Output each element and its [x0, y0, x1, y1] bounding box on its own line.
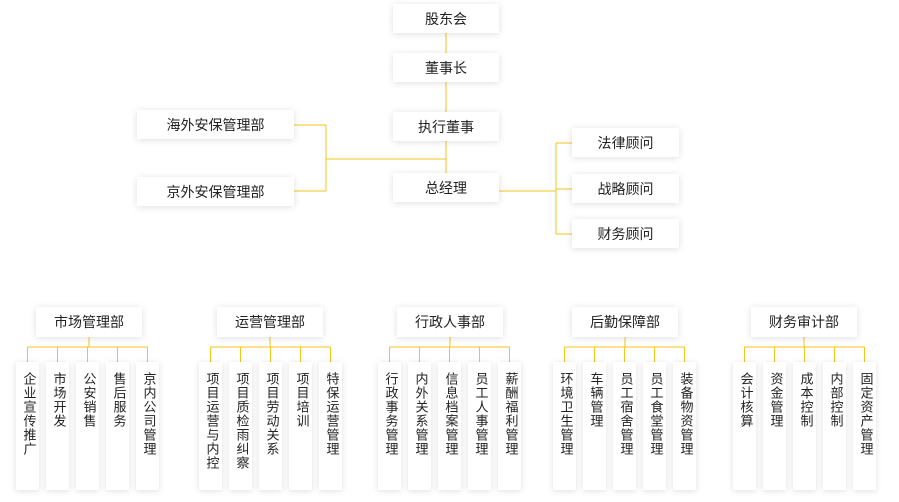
sub-department-box: 环境卫生管理 [553, 362, 576, 490]
department-box: 后勤保障部 [572, 307, 678, 337]
sub-department-label: 项目运营与内控 [203, 372, 219, 470]
sub-department-box: 固定资产管理 [853, 362, 876, 490]
sub-department-label: 固定资产管理 [857, 372, 873, 456]
finance-advisor-box: 财务顾问 [572, 219, 679, 248]
sub-department-box: 项目质检雨纠察 [229, 362, 252, 490]
sub-department-box: 装备物资管理 [673, 362, 696, 490]
sub-department-label: 项目劳动关系 [263, 372, 279, 456]
sub-department-box: 公安销售 [76, 362, 99, 490]
sub-department-box: 信息档案管理 [438, 362, 461, 490]
sub-department-box: 企业宣传推广 [16, 362, 39, 490]
sub-department-box: 市场开发 [46, 362, 69, 490]
sub-department-box: 车辆管理 [583, 362, 606, 490]
finance-advisor-label: 财务顾问 [597, 226, 654, 243]
sub-department-label: 成本控制 [797, 372, 813, 428]
sub-department-label: 员工人事管理 [472, 372, 488, 456]
department-box: 财务审计部 [751, 307, 857, 337]
overseas-security-dept-box: 海外安保管理部 [137, 110, 294, 139]
sub-department-label: 内部控制 [827, 372, 843, 428]
outside-beijing-security-dept-box: 京外安保管理部 [137, 177, 294, 206]
overseas-security-dept-label: 海外安保管理部 [166, 117, 265, 134]
sub-department-label: 企业宣传推广 [20, 372, 36, 456]
board-chairman-label: 董事长 [425, 60, 467, 77]
sub-department-box: 员工人事管理 [468, 362, 491, 490]
shareholders-label: 股东会 [425, 11, 467, 28]
sub-department-label: 环境卫生管理 [557, 372, 573, 456]
sub-department-box: 薪酬福利管理 [498, 362, 521, 490]
sub-department-label: 市场开发 [50, 372, 66, 428]
sub-department-label: 项目培训 [293, 372, 309, 428]
sub-department-label: 资金管理 [767, 372, 783, 428]
sub-department-box: 京内公司管理 [136, 362, 159, 490]
sub-department-label: 员工食堂管理 [647, 372, 663, 456]
sub-department-label: 特保运营管理 [323, 372, 339, 456]
general-manager-box: 总经理 [393, 173, 499, 202]
legal-advisor-box: 法律顾问 [572, 128, 679, 157]
sub-department-label: 售后服务 [110, 372, 126, 428]
sub-department-label: 内外关系管理 [412, 372, 428, 456]
executive-director-box: 执行董事 [393, 112, 499, 141]
department-label: 运营管理部 [235, 315, 305, 331]
sub-department-label: 员工宿舍管理 [617, 372, 633, 456]
department-label: 后勤保障部 [590, 315, 660, 331]
sub-department-label: 装备物资管理 [677, 372, 693, 456]
sub-department-box: 售后服务 [106, 362, 129, 490]
sub-department-label: 信息档案管理 [442, 372, 458, 456]
sub-department-box: 资金管理 [763, 362, 786, 490]
department-label: 市场管理部 [54, 315, 124, 331]
department-box: 市场管理部 [36, 307, 142, 337]
department-label: 行政人事部 [415, 315, 485, 331]
sub-department-label: 公安销售 [80, 372, 96, 428]
strategy-advisor-label: 战略顾问 [597, 181, 654, 198]
outside-beijing-security-dept-label: 京外安保管理部 [166, 184, 265, 201]
executive-director-label: 执行董事 [418, 119, 474, 136]
general-manager-label: 总经理 [425, 180, 467, 197]
sub-department-box: 员工食堂管理 [643, 362, 666, 490]
sub-department-label: 车辆管理 [587, 372, 603, 428]
sub-department-box: 会计核算 [733, 362, 756, 490]
board-chairman-box: 董事长 [393, 53, 499, 82]
department-label: 财务审计部 [769, 315, 839, 331]
sub-department-label: 京内公司管理 [140, 372, 156, 456]
sub-department-label: 薪酬福利管理 [502, 372, 518, 456]
department-box: 行政人事部 [397, 307, 503, 337]
sub-department-box: 行政事务管理 [378, 362, 401, 490]
sub-department-label: 行政事务管理 [382, 372, 398, 456]
strategy-advisor-box: 战略顾问 [572, 174, 679, 203]
legal-advisor-label: 法律顾问 [597, 135, 654, 152]
sub-department-box: 员工宿舍管理 [613, 362, 636, 490]
sub-department-label: 项目质检雨纠察 [233, 372, 249, 470]
sub-department-box: 项目培训 [289, 362, 312, 490]
sub-department-box: 内外关系管理 [408, 362, 431, 490]
sub-department-box: 内部控制 [823, 362, 846, 490]
sub-department-box: 特保运营管理 [319, 362, 342, 490]
shareholders-box: 股东会 [393, 4, 499, 33]
sub-department-box: 成本控制 [793, 362, 816, 490]
department-box: 运营管理部 [217, 307, 323, 337]
sub-department-box: 项目劳动关系 [259, 362, 282, 490]
sub-department-box: 项目运营与内控 [199, 362, 222, 490]
sub-department-label: 会计核算 [737, 372, 753, 428]
